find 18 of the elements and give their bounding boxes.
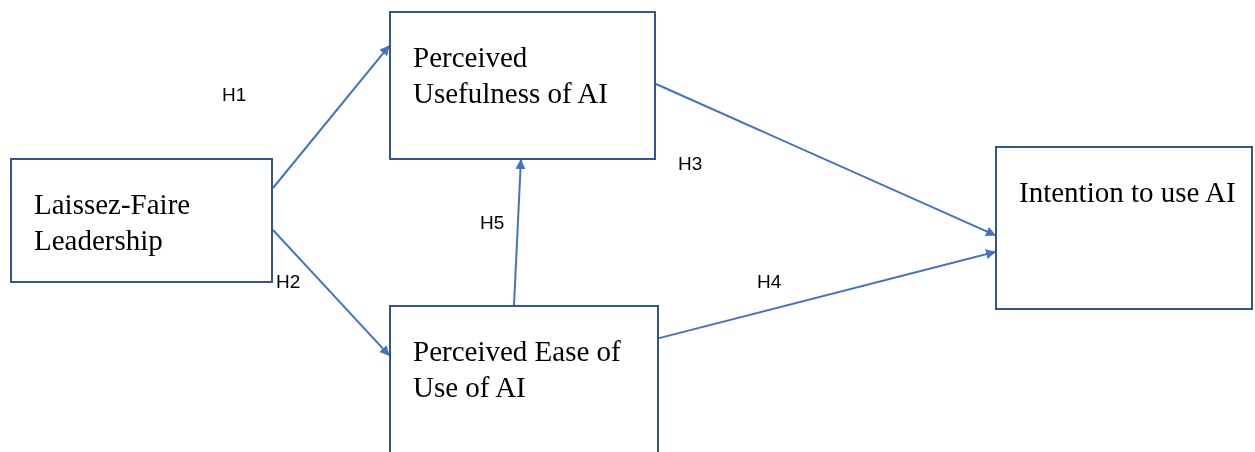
construct-box [389,11,656,160]
construct-label: Perceived Usefulness of AI [413,40,609,111]
arrow [272,229,390,357]
arrow [272,45,390,189]
hypothesis-label: H2 [276,271,301,293]
hypothesis-label: H1 [222,84,247,106]
construct-box [995,146,1253,310]
hypothesis-label: H5 [480,212,505,234]
construct-box [10,158,273,283]
arrow [513,159,526,306]
construct-label: Intention to use AI [1019,175,1236,210]
construct-box [389,305,659,452]
construct-label: Perceived Ease of Use of AI [413,334,622,405]
arrow [655,83,996,237]
construct-label: Laissez-Faire Leadership [34,187,192,258]
hypothesis-label: H3 [678,153,703,175]
hypothesis-label: H4 [757,271,782,293]
arrow [658,249,996,340]
